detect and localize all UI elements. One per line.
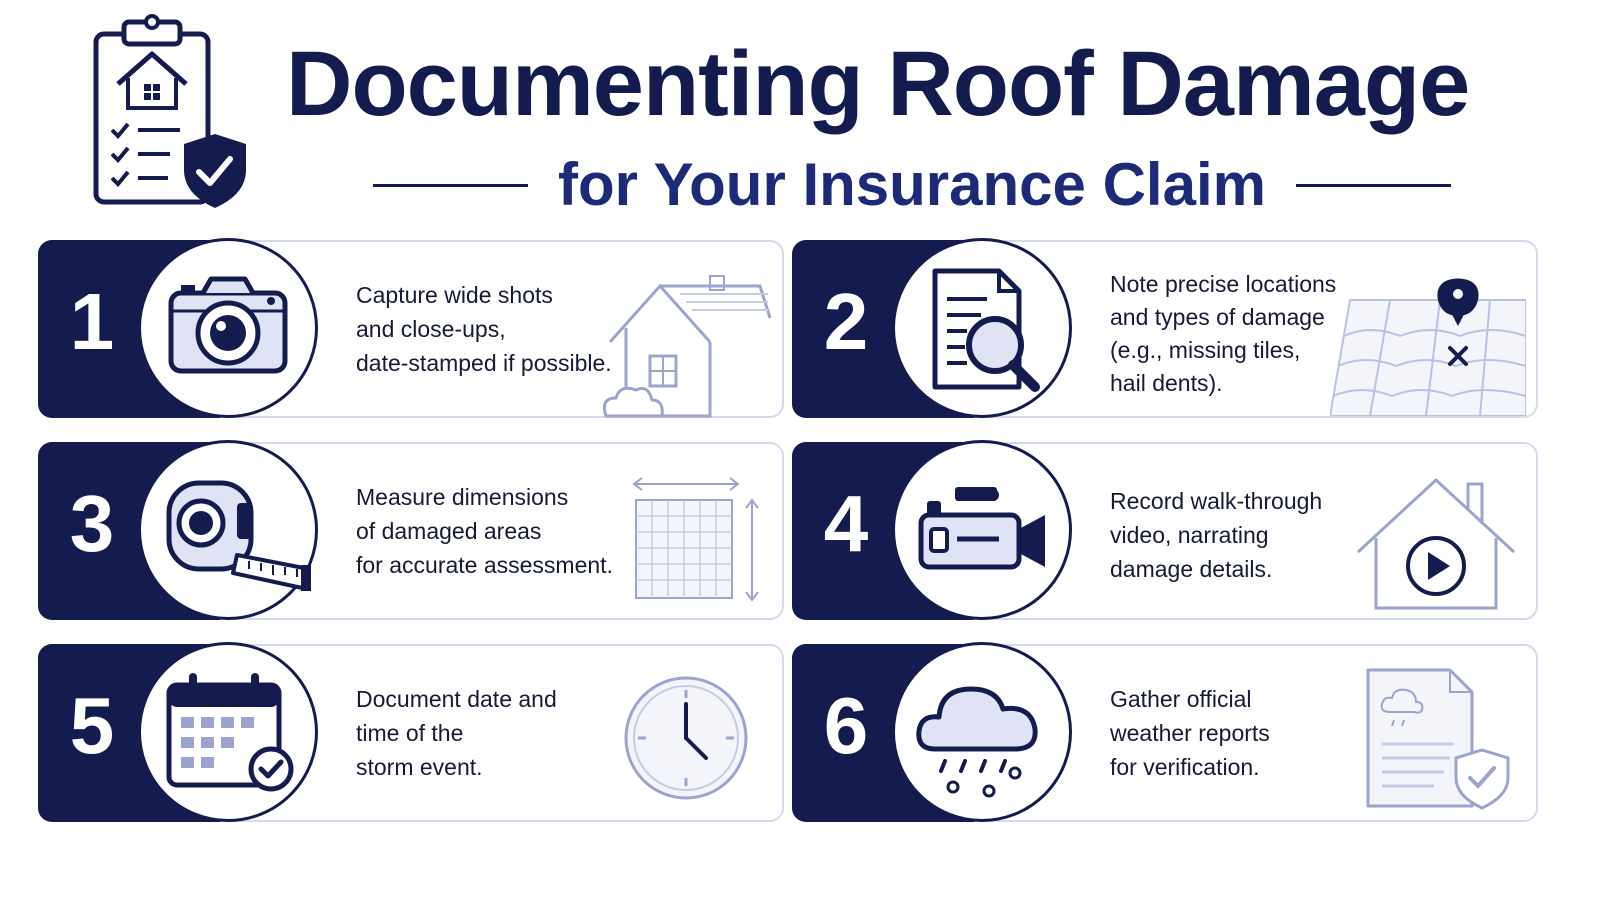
roof-tiles-location-pin-icon <box>1330 278 1526 416</box>
step-text-line: damage details. <box>1110 556 1273 582</box>
house-play-icon <box>1356 478 1516 610</box>
step-text-line: time of the <box>356 720 464 746</box>
step-text: Record walk-through video, narrating dam… <box>1110 484 1390 586</box>
step-text-line: video, narrating <box>1110 522 1269 548</box>
step-number: 4 <box>823 479 869 568</box>
step-text-line: Measure dimensions <box>356 484 569 510</box>
step-text-line: date-stamped if possible. <box>356 350 612 376</box>
step-icon-circle <box>892 440 1072 620</box>
step-card-6: 6 Gather official weather reports for ve… <box>792 642 1538 822</box>
step-icon-circle <box>138 440 318 620</box>
tape-measure-icon <box>166 480 311 591</box>
step-text-line: weather reports <box>1110 720 1270 746</box>
step-icon-circle <box>892 238 1072 418</box>
subtitle-row: for Your Insurance Claim <box>322 150 1502 220</box>
house-sketch-icon <box>602 275 772 418</box>
video-camera-icon <box>918 487 1045 570</box>
calendar-check-icon <box>166 673 294 792</box>
header: Documenting Roof Damage for Your Insuran… <box>0 0 1600 230</box>
step-number: 5 <box>69 681 115 770</box>
step-icon-circle <box>138 642 318 822</box>
step-number: 2 <box>823 277 869 366</box>
step-card-2: 2 Note precise locations and types of da… <box>792 238 1538 418</box>
step-text-line: and close-ups, <box>356 316 506 342</box>
clipboard-house-checklist-shield-icon <box>93 14 246 208</box>
step-text-line: hail dents). <box>1110 370 1223 396</box>
page-title: Documenting Roof Damage <box>286 33 1470 135</box>
subtitle-divider-left <box>373 183 529 187</box>
step-text: Document date and time of the storm even… <box>356 682 626 784</box>
step-text: Measure dimensions of damaged areas for … <box>356 480 636 582</box>
step-text-line: Record walk-through <box>1110 488 1323 514</box>
step-text-line: Capture wide shots <box>356 282 553 308</box>
weather-report-shield-icon <box>1366 668 1510 810</box>
step-number: 6 <box>823 681 869 770</box>
step-text-line: for accurate assessment. <box>356 552 613 578</box>
step-text: Gather official weather reports for veri… <box>1110 682 1380 784</box>
subtitle-divider-right <box>1295 183 1451 187</box>
step-text-line: Gather official <box>1110 686 1252 712</box>
step-number: 1 <box>69 277 115 366</box>
step-icon-circle <box>892 642 1072 822</box>
rain-cloud-icon <box>916 686 1038 798</box>
step-text-line: of damaged areas <box>356 518 542 544</box>
step-text-line: storm event. <box>356 754 483 780</box>
step-card-3: 3 Measure dimensions of damaged areas fo… <box>38 440 784 620</box>
page-subtitle: for Your Insurance Claim <box>558 151 1266 218</box>
step-number: 3 <box>69 479 115 568</box>
step-text: Capture wide shots and close-ups, date-s… <box>356 278 626 380</box>
grid-dimension-icon <box>632 477 759 602</box>
step-text: Note precise locations and types of dama… <box>1110 268 1390 400</box>
step-text-line: and types of damage <box>1110 304 1325 330</box>
step-text-line: Document date and <box>356 686 557 712</box>
step-text-line: for verification. <box>1110 754 1260 780</box>
step-text-line: Note precise locations <box>1110 271 1337 297</box>
step-card-4: 4 Record walk-through video, narrating d… <box>792 440 1538 620</box>
camera-icon <box>168 276 288 374</box>
step-card-1: 1 Capture wide shots and close-ups, date… <box>38 238 784 418</box>
step-icon-circle <box>138 238 318 418</box>
document-magnifier-icon <box>932 268 1040 392</box>
step-text-line: (e.g., missing tiles, <box>1110 337 1301 363</box>
clock-icon <box>624 676 748 800</box>
step-card-5: 5 Document date and time of the storm ev… <box>38 642 784 822</box>
